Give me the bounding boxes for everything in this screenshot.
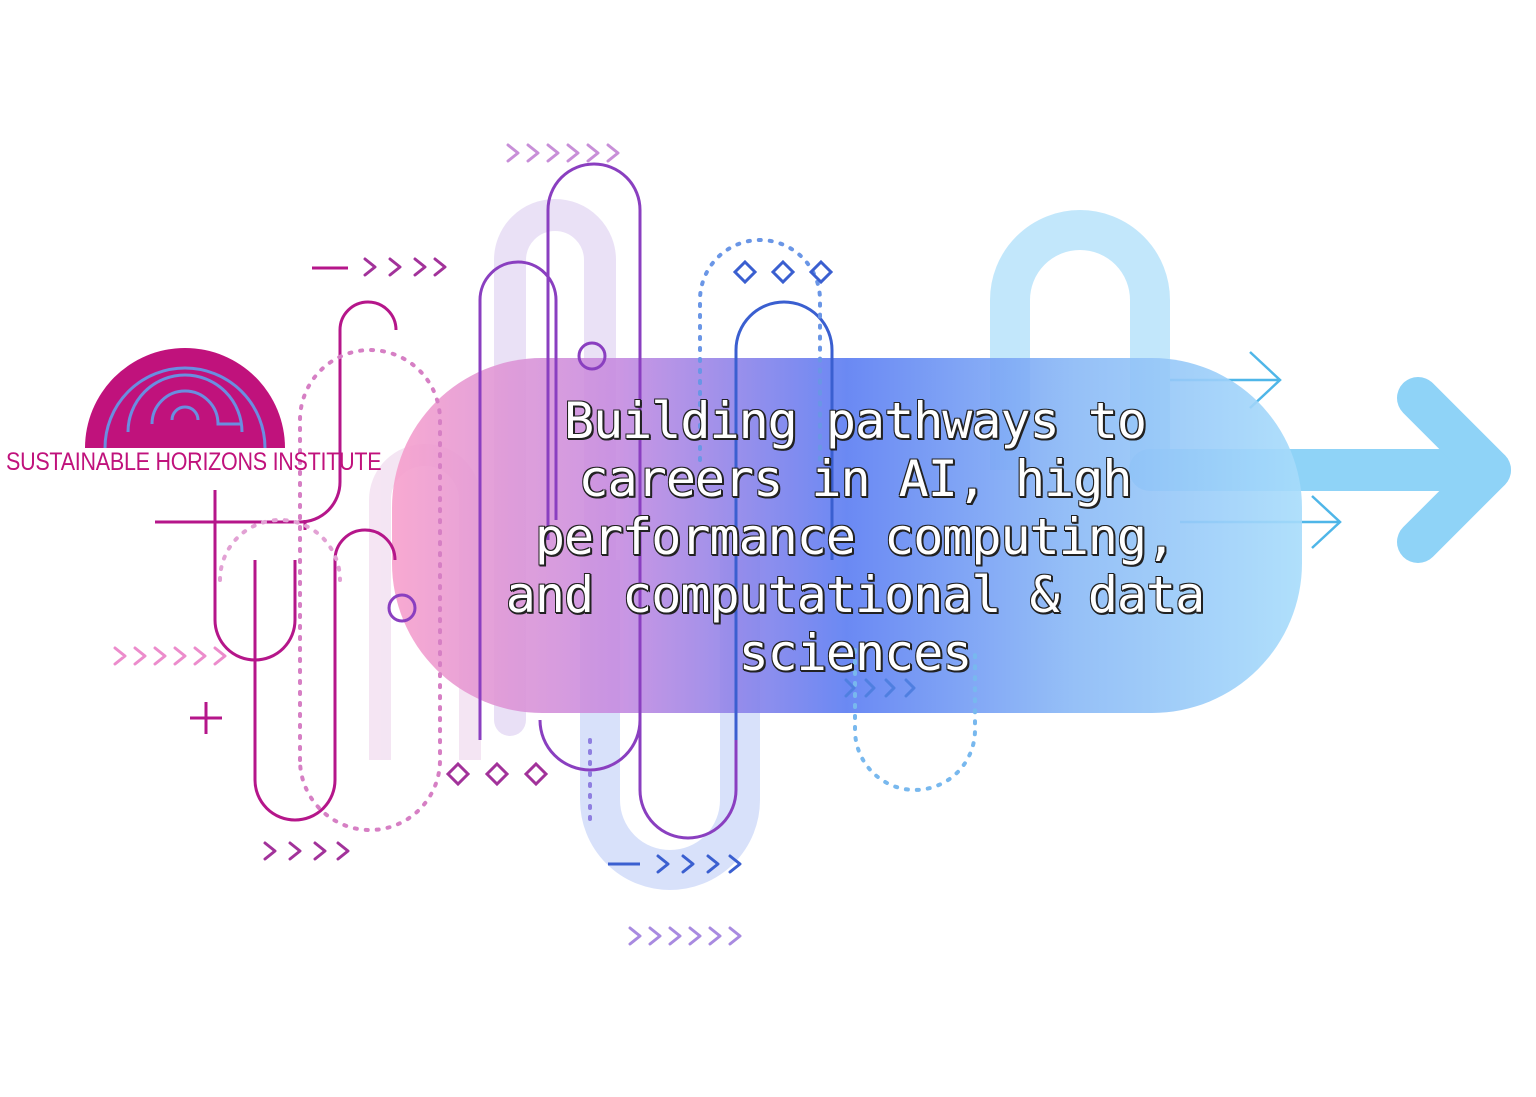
chevron-rows bbox=[113, 143, 916, 946]
magenta-lines bbox=[155, 266, 398, 822]
diamond-rows bbox=[445, 259, 834, 787]
headline-line: Building pathways to bbox=[563, 392, 1147, 450]
headline-line: performance computing, bbox=[534, 508, 1176, 566]
headline-line: and computational & data bbox=[505, 566, 1205, 624]
headline-band bbox=[392, 358, 1302, 713]
purple-lines bbox=[387, 162, 738, 840]
logo-wordmark: SUSTAINABLE HORIZONS INSTITUTE bbox=[6, 448, 382, 476]
blue-lines bbox=[608, 300, 834, 866]
headline-line: careers in AI, high bbox=[578, 450, 1133, 508]
dotted-paths bbox=[218, 238, 977, 832]
logo-arch-icon bbox=[85, 348, 285, 449]
headline-line: sciences bbox=[738, 624, 973, 682]
headline: Building pathways to careers in AI, high… bbox=[420, 392, 1290, 682]
